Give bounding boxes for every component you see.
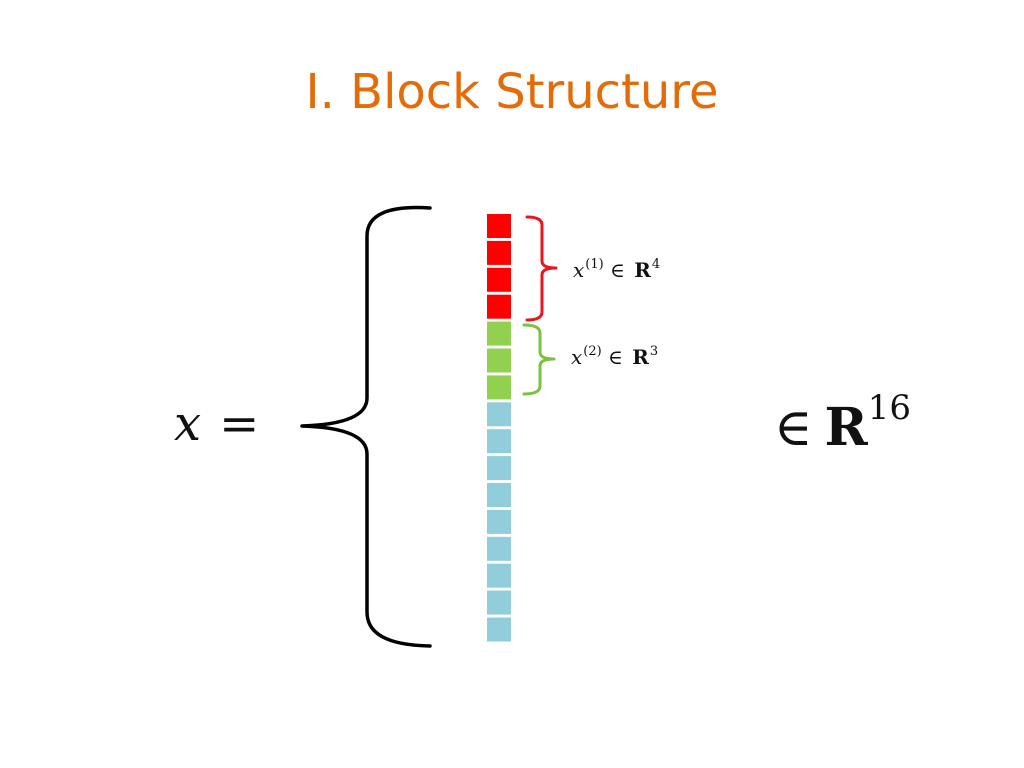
block-1-superscript: (1) (585, 257, 604, 272)
block-1-set: R (634, 258, 651, 282)
vector-cell-block-3 (487, 483, 511, 507)
block-1-label: x(1) ∈ R4 (573, 257, 660, 282)
vector-space-membership: ∈R16 (774, 388, 911, 458)
block-2-member-symbol: ∈ (608, 345, 623, 369)
vector-cell-block-3 (487, 536, 511, 561)
block-1-dimension: 4 (651, 257, 661, 272)
vector-cell-block-1 (487, 294, 511, 319)
vector-cell-block-1 (487, 240, 511, 265)
vector-cell-block-3 (487, 429, 511, 454)
equals-sign: = (219, 396, 260, 452)
vector-cell-block-3 (487, 590, 511, 615)
block-2-bracket (522, 323, 556, 396)
block-2-superscript: (2) (583, 344, 602, 359)
rhs-dimension: 16 (867, 388, 911, 428)
block-2-label: x(2) ∈ R3 (571, 344, 658, 369)
vector-cell-block-3 (487, 509, 511, 534)
lhs-variable: x (174, 396, 202, 452)
block-1-member-symbol: ∈ (610, 258, 625, 282)
vector-cell-block-2 (487, 348, 511, 373)
vector-cell-block-3 (487, 402, 511, 427)
slide-title: I. Block Structure (305, 64, 719, 120)
vector-definition-lhs: x= (174, 396, 259, 452)
vector-cell-block-3 (487, 456, 511, 481)
vector-cell-block-1 (487, 214, 511, 238)
vector-cell-block-2 (487, 375, 511, 400)
block-2-variable: x (571, 345, 583, 369)
vector-cell-block-1 (487, 267, 511, 292)
vector-cell-block-3 (487, 617, 511, 642)
block-2-dimension: 3 (649, 344, 659, 359)
vector-cells (487, 214, 511, 642)
block-1-bracket (525, 215, 558, 322)
block-2-set: R (632, 345, 649, 369)
vector-cell-block-3 (487, 563, 511, 588)
rhs-set-symbol: R (824, 397, 868, 458)
main-left-brace (300, 205, 432, 648)
rhs-member-symbol: ∈ (774, 398, 813, 458)
vector-cell-block-2 (487, 321, 511, 346)
block-1-variable: x (573, 258, 585, 282)
